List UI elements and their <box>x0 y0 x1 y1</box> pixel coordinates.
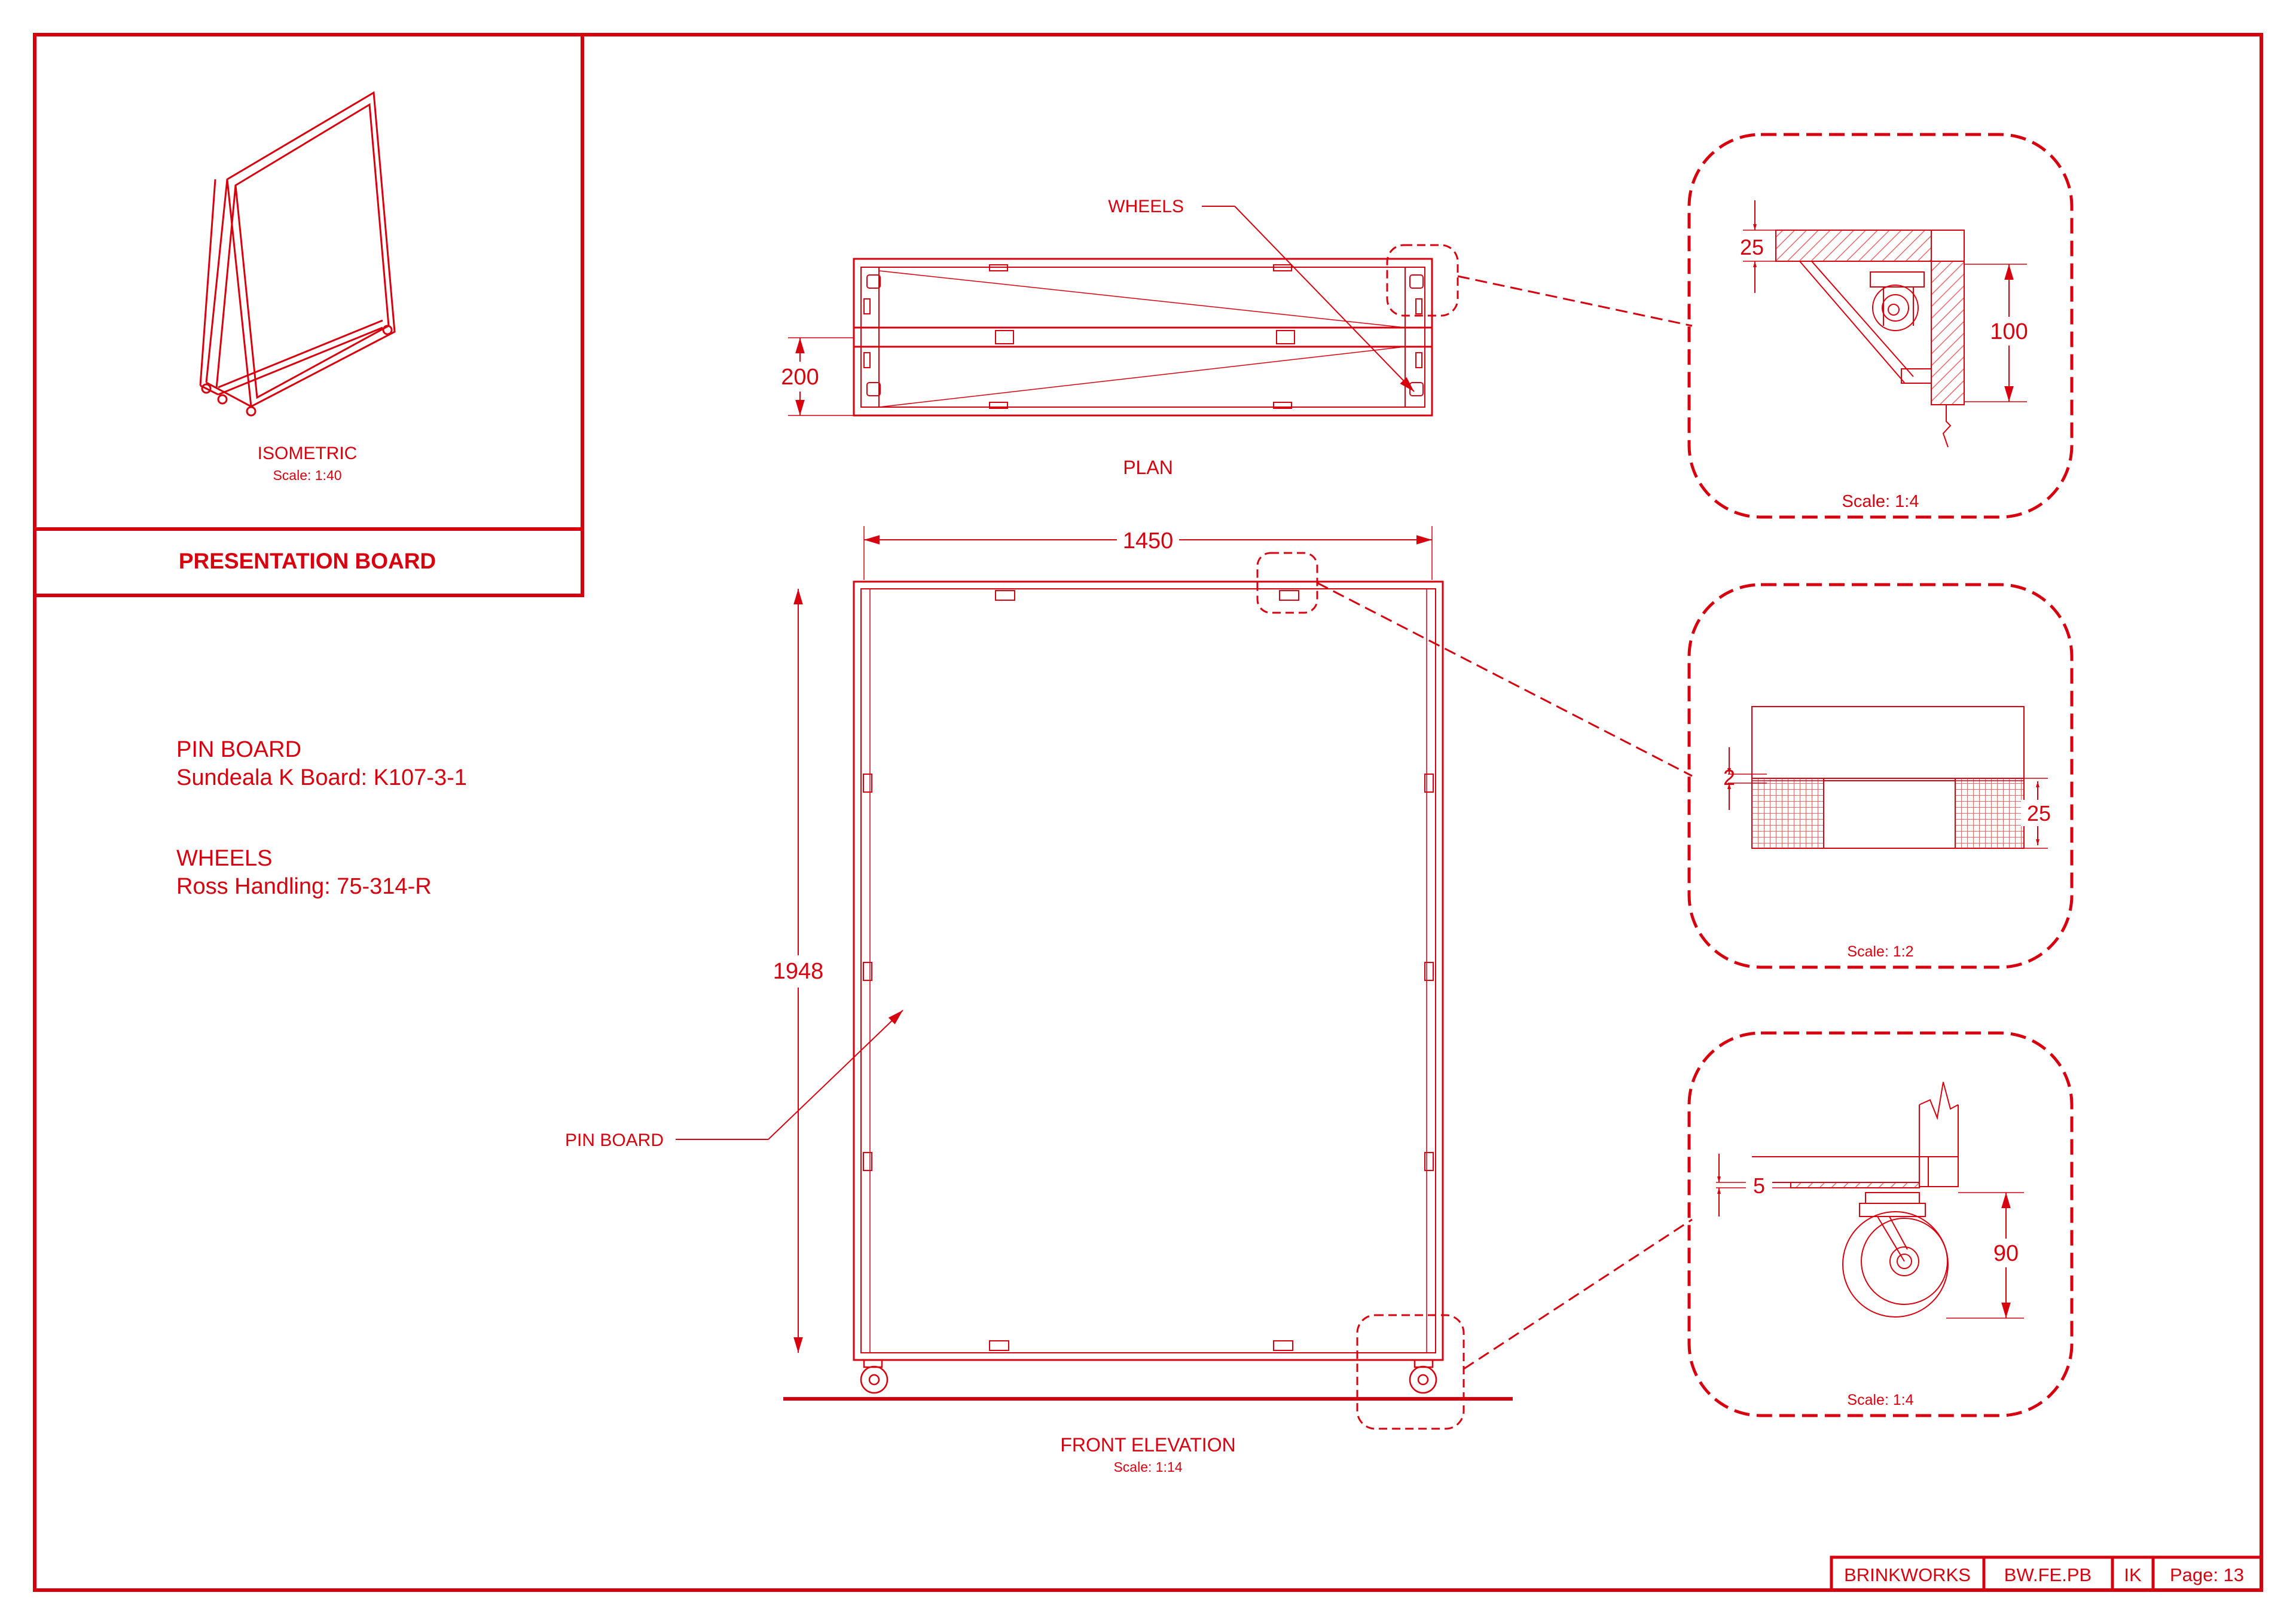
detail-3-dim-90: 90 <box>1993 1241 2019 1266</box>
detail-2-dim-2: 2 <box>1723 765 1735 790</box>
elevation-label: FRONT ELEVATION <box>1060 1434 1235 1456</box>
elevation-scale: Scale: 1:14 <box>1113 1459 1182 1475</box>
sheet-border <box>33 33 2263 1592</box>
detail-1-dim-25: 25 <box>1740 235 1764 259</box>
detail-1: 25 100 Scale: 1:4 <box>1687 133 2074 519</box>
plan-label: PLAN <box>1123 457 1173 478</box>
detail-3-dim-5: 5 <box>1753 1173 1765 1198</box>
plan-wheels-callout: WHEELS <box>1108 197 1184 216</box>
footer-strip: BRINKWORKS BW.FE.PB IK Page: 13 <box>1830 1555 2263 1592</box>
footer-initials: IK <box>2124 1564 2142 1585</box>
title-block: ISOMETRIC Scale: 1:40 PRESENTATION BOARD <box>33 33 584 597</box>
elevation-height-dimension: 1948 <box>773 959 824 984</box>
detail-2-scale: Scale: 1:2 <box>1847 943 1913 960</box>
footer-drawing-code: BW.FE.PB <box>2004 1564 2092 1585</box>
front-elevation: 1450 1948 PIN BOARD FRONT ELEVATION Scal… <box>565 525 1513 1475</box>
detail-leaders <box>1317 275 1693 1370</box>
notes: PIN BOARD Sundeala K Board: K107-3-1 WHE… <box>176 737 467 899</box>
detail-2-dim-25: 25 <box>2027 801 2051 826</box>
detail-3-scale: Scale: 1:4 <box>1847 1392 1913 1408</box>
note-wheels-detail: Ross Handling: 75-314-R <box>176 874 432 899</box>
elevation-pinboard-callout: PIN BOARD <box>565 1130 664 1150</box>
detail-1-dim-100: 100 <box>1990 319 2028 344</box>
note-pin-heading: PIN BOARD <box>176 737 301 762</box>
detail-2: 2 25 Scale: 1:2 <box>1687 583 2074 969</box>
isometric-scale: Scale: 1:40 <box>273 467 341 483</box>
plan-depth-dimension: 200 <box>781 365 819 390</box>
footer-page: Page: 13 <box>2170 1564 2244 1585</box>
detail-1-scale: Scale: 1:4 <box>1842 492 1919 511</box>
detail-3: 5 90 Scale: 1:4 <box>1687 1031 2074 1417</box>
drawing-title: PRESENTATION BOARD <box>179 549 436 573</box>
note-wheels-heading: WHEELS <box>176 846 272 871</box>
isometric-label: ISOMETRIC <box>258 444 358 463</box>
elevation-width-dimension: 1450 <box>1123 528 1174 554</box>
isometric-view <box>199 91 396 417</box>
plan-view: WHEELS 200 PLAN <box>773 197 1459 478</box>
footer-company: BRINKWORKS <box>1844 1564 1971 1585</box>
note-pin-detail: Sundeala K Board: K107-3-1 <box>176 765 467 790</box>
